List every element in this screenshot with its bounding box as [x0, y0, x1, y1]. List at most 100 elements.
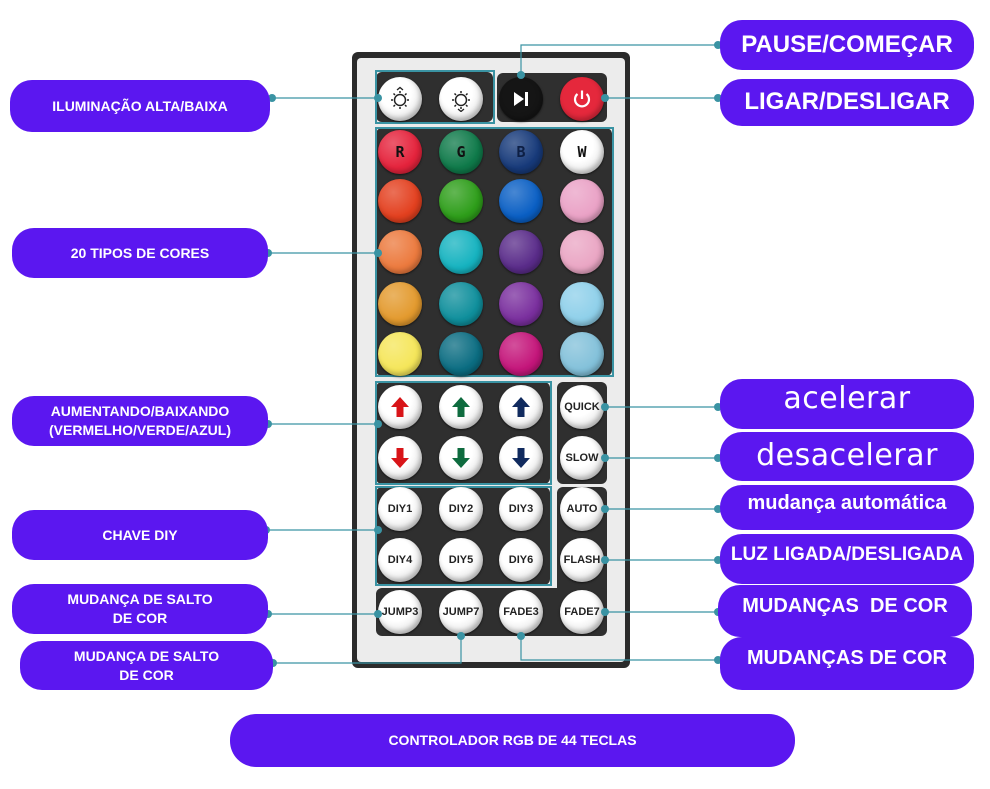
arrow-down-icon: [391, 448, 409, 468]
decrease-blue-button[interactable]: [499, 436, 543, 480]
button-label: DIY5: [448, 554, 474, 566]
color-button-12[interactable]: [560, 230, 604, 274]
leader-line: [273, 636, 462, 664]
arrow-down-icon: [452, 448, 470, 468]
button-label: QUICK: [564, 401, 600, 413]
arrow-up-icon: [512, 397, 530, 417]
label-text: LIGAR/DESLIGAR: [744, 88, 950, 116]
color-button-19[interactable]: [499, 332, 543, 376]
color-button-2[interactable]: G: [439, 130, 483, 174]
jump7-button[interactable]: JUMP7: [439, 590, 483, 634]
button-label: DIY3: [508, 503, 534, 515]
leader-dot: [517, 71, 525, 79]
label-colors: 20 TIPOS DE CORES: [12, 228, 268, 278]
play-pause-button[interactable]: [499, 77, 543, 121]
leader-dot: [457, 632, 465, 640]
increase-blue-button[interactable]: [499, 385, 543, 429]
power-button[interactable]: [560, 77, 604, 121]
color-button-6[interactable]: [439, 179, 483, 223]
color-button-14[interactable]: [439, 282, 483, 326]
label-text: MUDANÇAS DE COR: [742, 595, 948, 617]
color-button-9[interactable]: [378, 230, 422, 274]
color-button-5[interactable]: [378, 179, 422, 223]
slow-button[interactable]: SLOW: [560, 436, 604, 480]
label-brightness: ILUMINAÇÃO ALTA/BAIXA: [10, 80, 270, 132]
button-label: DIY2: [448, 503, 474, 515]
leader-dot: [601, 454, 609, 462]
diy4-button[interactable]: DIY4: [378, 538, 422, 582]
button-label: AUTO: [566, 503, 598, 515]
color-button-20[interactable]: [560, 332, 604, 376]
leader-line: [520, 636, 718, 661]
color-button-17[interactable]: [378, 332, 422, 376]
button-label: DIY4: [387, 554, 413, 566]
fade7-button[interactable]: FADE7: [560, 590, 604, 634]
brightness-down-icon: [452, 91, 470, 112]
diy3-button[interactable]: DIY3: [499, 487, 543, 531]
label-text: MUDANÇA DE SALTO: [67, 591, 213, 608]
button-label: W: [577, 143, 587, 161]
label-text: CHAVE DIY: [102, 526, 178, 543]
brightness-up-button[interactable]: [378, 77, 422, 121]
label-flash: LUZ LIGADA/DESLIGADA: [720, 534, 974, 584]
color-button-4[interactable]: W: [560, 130, 604, 174]
label-text: PAUSE/COMEÇAR: [741, 30, 953, 58]
label-text: MUDANÇAS DE COR: [747, 647, 947, 669]
label-text: acelerar: [783, 381, 911, 416]
color-button-13[interactable]: [378, 282, 422, 326]
brightness-up-icon: [391, 86, 409, 109]
jump3-button[interactable]: JUMP3: [378, 590, 422, 634]
leader-dot: [601, 556, 609, 564]
color-button-16[interactable]: [560, 282, 604, 326]
color-button-15[interactable]: [499, 282, 543, 326]
increase-red-button[interactable]: [378, 385, 422, 429]
button-label: FADE7: [564, 606, 600, 618]
leader-dot: [601, 505, 609, 513]
label-text: ILUMINAÇÃO ALTA/BAIXA: [52, 97, 228, 114]
color-button-3[interactable]: B: [499, 130, 543, 174]
decrease-red-button[interactable]: [378, 436, 422, 480]
leader-dot: [374, 94, 382, 102]
decrease-green-button[interactable]: [439, 436, 483, 480]
label-play-pause: PAUSE/COMEÇAR: [720, 20, 974, 70]
flash-button[interactable]: FLASH: [560, 538, 604, 582]
label-text: desacelerar: [756, 438, 938, 474]
color-button-18[interactable]: [439, 332, 483, 376]
arrow-up-icon: [452, 397, 470, 417]
increase-green-button[interactable]: [439, 385, 483, 429]
button-label: JUMP3: [381, 606, 419, 618]
button-label: B: [516, 143, 526, 161]
diy6-button[interactable]: DIY6: [499, 538, 543, 582]
label-text: 20 TIPOS DE CORES: [70, 244, 210, 261]
color-button-7[interactable]: [499, 179, 543, 223]
label-quick: acelerar: [720, 379, 974, 429]
color-button-8[interactable]: [560, 179, 604, 223]
leader-dot: [517, 632, 525, 640]
button-label: JUMP7: [442, 606, 480, 618]
leader-line: [520, 44, 718, 75]
label-fade3: MUDANÇAS DE COR: [720, 637, 974, 690]
label-diy: CHAVE DIY: [12, 510, 268, 560]
diy5-button[interactable]: DIY5: [439, 538, 483, 582]
auto-button[interactable]: AUTO: [560, 487, 604, 531]
color-button-11[interactable]: [499, 230, 543, 274]
button-label: G: [456, 143, 466, 161]
color-button-10[interactable]: [439, 230, 483, 274]
label-text: (VERMELHO/VERDE/AZUL): [49, 422, 231, 438]
label-slow: desacelerar: [720, 432, 974, 481]
diy1-button[interactable]: DIY1: [378, 487, 422, 531]
quick-button[interactable]: QUICK: [560, 385, 604, 429]
brightness-down-button[interactable]: [439, 77, 483, 121]
label-text: LUZ LIGADA/DESLIGADA: [730, 544, 964, 565]
leader-dot: [268, 94, 276, 102]
color-button-1[interactable]: R: [378, 130, 422, 174]
fade3-button[interactable]: FADE3: [499, 590, 543, 634]
arrow-outline: [375, 381, 552, 485]
diy2-button[interactable]: DIY2: [439, 487, 483, 531]
button-label: FADE3: [503, 606, 539, 618]
button-label: DIY6: [508, 554, 534, 566]
leader-dot: [374, 249, 382, 257]
label-rgb-adjust: AUMENTANDO/BAIXANDO(VERMELHO/VERDE/AZUL): [12, 396, 268, 446]
leader-dot: [374, 526, 382, 534]
